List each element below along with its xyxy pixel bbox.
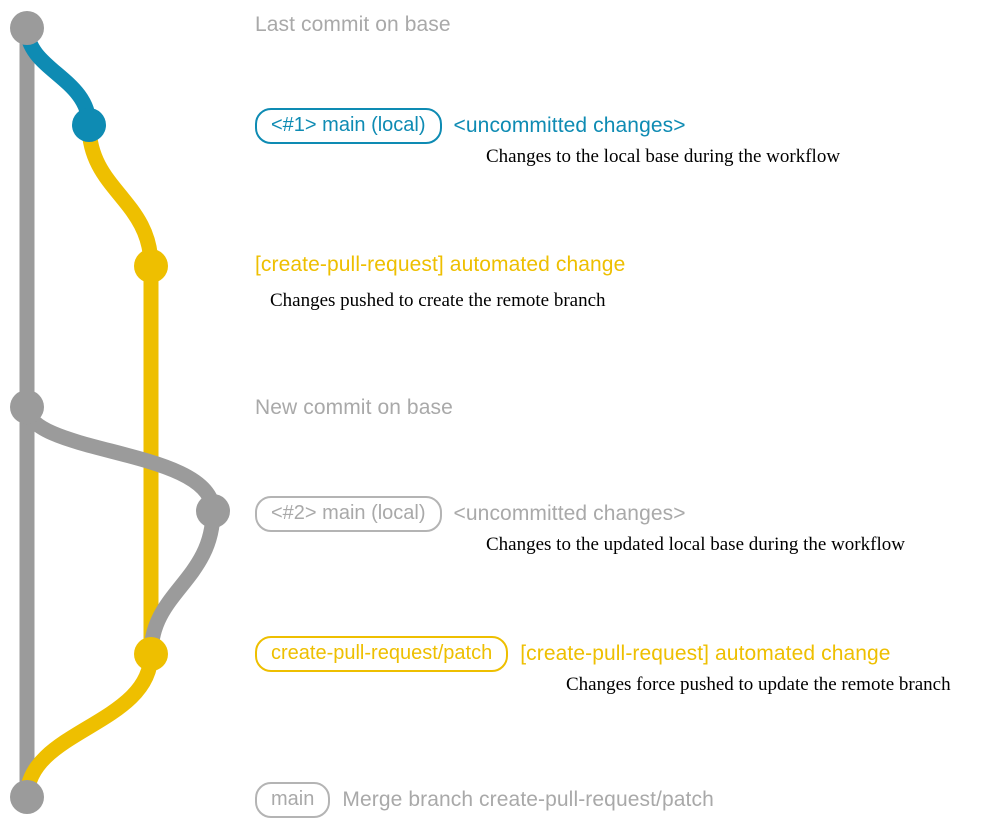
commit-row-local-1: <#1> main (local) <uncommitted changes> xyxy=(255,108,686,144)
node-local-uncommitted-1 xyxy=(72,108,106,142)
node-local-uncommitted-2 xyxy=(196,494,230,528)
edge-patch-2-to-merge xyxy=(19,646,159,805)
ref-badge-main-local-2[interactable]: <#2> main (local) xyxy=(255,496,442,532)
commit-subject: New commit on base xyxy=(255,396,453,419)
commit-subject: Merge branch create-pull-request/patch xyxy=(342,788,714,811)
commit-description-local-1: Changes to the local base during the wor… xyxy=(486,146,841,167)
node-merge-commit-main xyxy=(10,780,44,814)
ref-badge-main[interactable]: main xyxy=(255,782,331,818)
ref-badge-main-local-1[interactable]: <#1> main (local) xyxy=(255,108,442,144)
node-automated-change-1 xyxy=(134,249,168,283)
ref-badge-create-pull-request-patch[interactable]: create-pull-request/patch xyxy=(255,636,509,672)
commit-row-automated-change-2: create-pull-request/patch [create-pull-r… xyxy=(255,636,891,672)
edge-base-to-local-1 xyxy=(19,20,97,133)
commit-row-new-commit-on-base: New commit on base xyxy=(255,396,453,420)
node-last-commit-on-base xyxy=(10,11,44,45)
commit-description-local-2: Changes to the updated local base during… xyxy=(486,534,905,555)
commit-subject: [create-pull-request] automated change xyxy=(520,642,891,665)
commit-subject: <uncommitted changes> xyxy=(453,502,686,525)
edge-local-1-to-patch xyxy=(81,117,159,662)
commit-subject: <uncommitted changes> xyxy=(453,114,686,137)
commit-row-merge: main Merge branch create-pull-request/pa… xyxy=(255,782,714,818)
commit-subject: [create-pull-request] automated change xyxy=(255,253,626,276)
commit-row-automated-change-1: [create-pull-request] automated change xyxy=(255,253,625,277)
commit-description-automated-change-1: Changes pushed to create the remote bran… xyxy=(270,290,606,311)
commit-row-last-commit-on-base: Last commit on base xyxy=(255,13,451,37)
node-automated-change-2 xyxy=(134,637,168,671)
commit-subject: Last commit on base xyxy=(255,13,451,36)
node-new-commit-on-base xyxy=(10,390,44,424)
commit-row-local-2: <#2> main (local) <uncommitted changes> xyxy=(255,496,686,532)
edge-local-2-to-patch-2 xyxy=(143,503,221,662)
edge-base-to-local-2 xyxy=(19,399,221,519)
commit-description-automated-change-2: Changes force pushed to update the remot… xyxy=(566,674,951,695)
